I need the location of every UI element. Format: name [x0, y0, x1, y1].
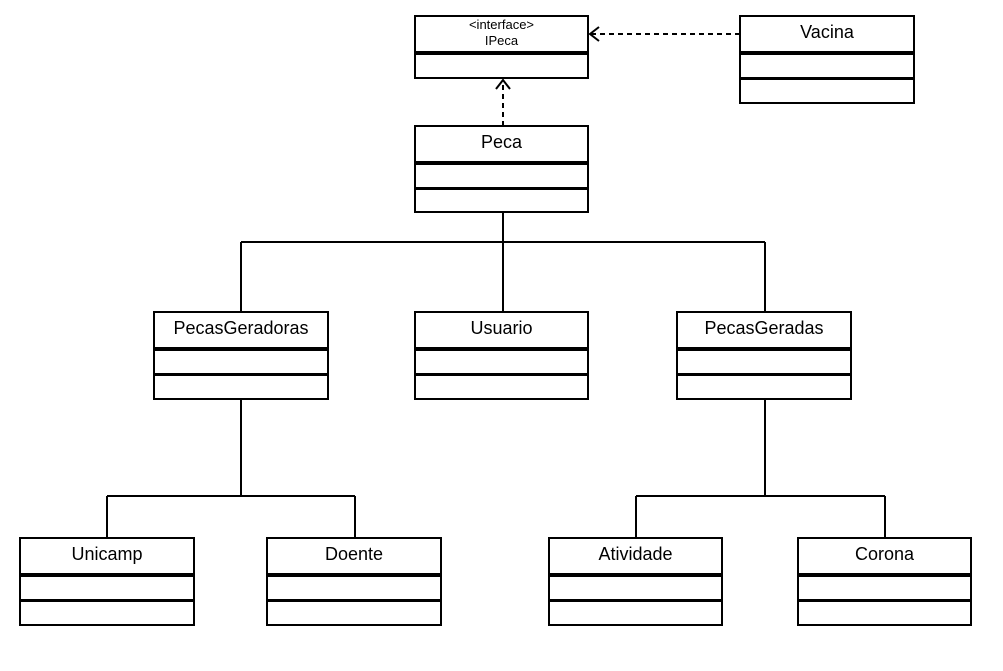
divider [550, 573, 721, 577]
divider [550, 599, 721, 602]
unicamp-class-box[interactable]: Unicamp [19, 537, 195, 626]
divider [416, 161, 587, 165]
class-name: Peca [480, 132, 523, 152]
interface-name: IPeca [484, 33, 519, 48]
class-name: Usuario [470, 318, 533, 338]
divider [268, 573, 440, 577]
usuario-class-box[interactable]: Usuario [414, 311, 589, 400]
pecas-geradoras-inheritance-tree [106, 399, 356, 538]
divider [416, 347, 587, 351]
corona-class-box[interactable]: Corona [797, 537, 972, 626]
divider [416, 187, 587, 190]
divider [741, 51, 913, 55]
divider [741, 77, 913, 80]
divider [416, 373, 587, 376]
peca-inheritance-tree [240, 212, 766, 312]
vacina-class-box[interactable]: Vacina [739, 15, 915, 104]
class-name: PecasGeradoras [173, 318, 309, 338]
divider [799, 599, 970, 602]
divider [268, 599, 440, 602]
class-name: Atividade [598, 544, 673, 564]
pecas-geradas-class-box[interactable]: PecasGeradas [676, 311, 852, 400]
class-name: Vacina [800, 22, 854, 42]
divider [155, 347, 327, 351]
class-name: PecasGeradas [704, 318, 824, 338]
divider [21, 573, 193, 577]
class-name: Corona [854, 544, 915, 564]
pecas-geradoras-class-box[interactable]: PecasGeradoras [153, 311, 329, 400]
atividade-class-box[interactable]: Atividade [548, 537, 723, 626]
ipeca-interface-box[interactable]: <interface> IPeca [414, 15, 589, 79]
divider [416, 51, 587, 55]
interface-stereotype: <interface> [468, 17, 535, 32]
pecas-geradas-inheritance-tree [635, 399, 886, 538]
peca-ipeca-realization [495, 78, 511, 126]
class-name: Unicamp [71, 544, 143, 564]
divider [21, 599, 193, 602]
divider [799, 573, 970, 577]
peca-class-box[interactable]: Peca [414, 125, 589, 213]
class-name: Doente [324, 544, 384, 564]
divider [155, 373, 327, 376]
divider [678, 373, 850, 376]
divider [678, 347, 850, 351]
vacina-ipeca-realization [588, 26, 740, 42]
doente-class-box[interactable]: Doente [266, 537, 442, 626]
